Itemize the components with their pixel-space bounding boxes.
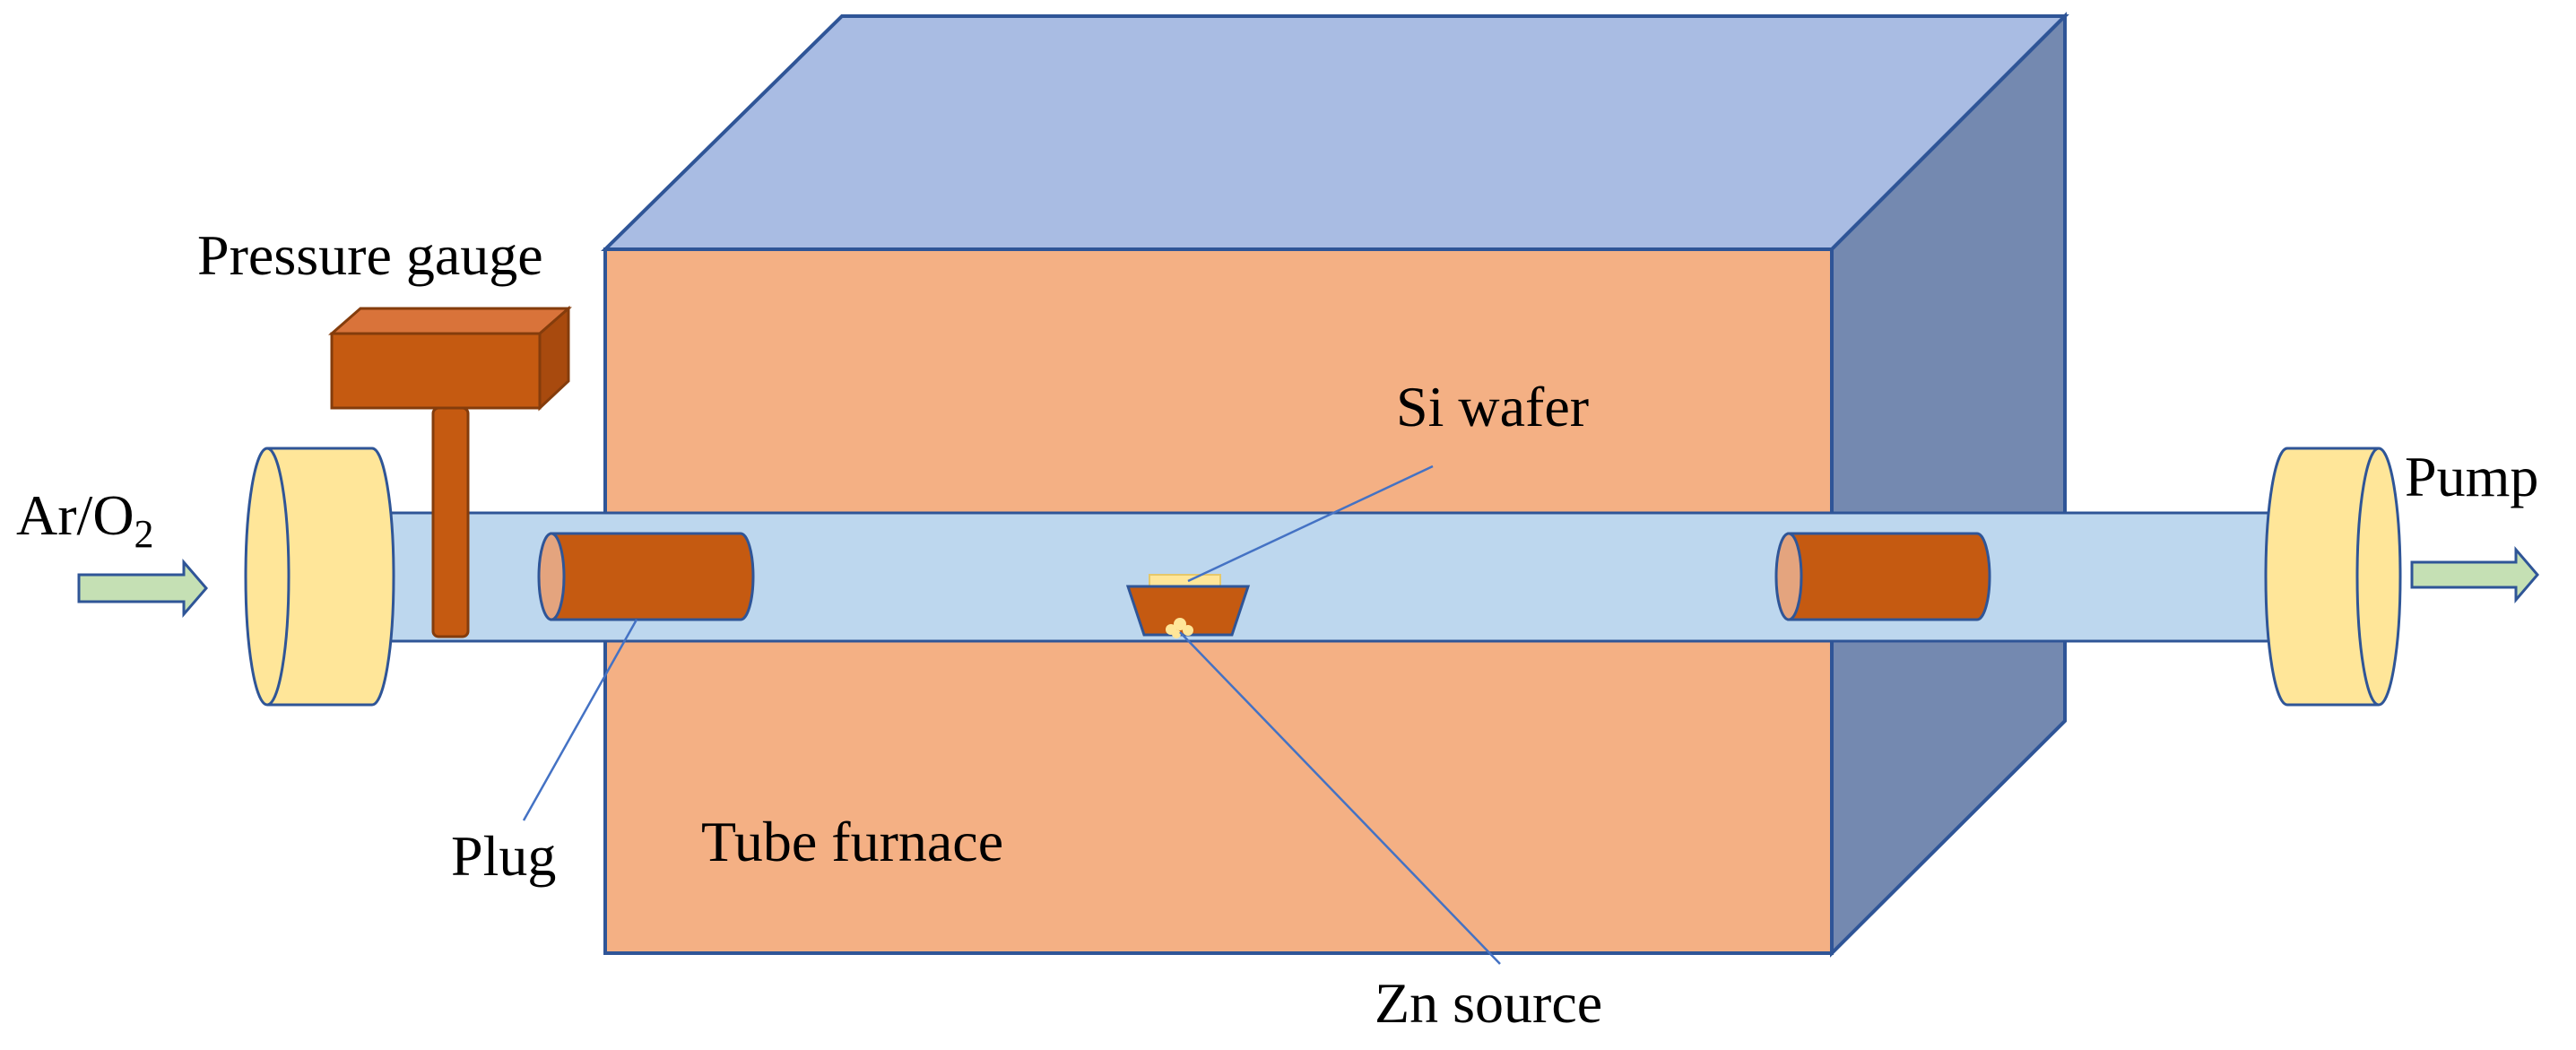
left-plug-face bbox=[537, 532, 566, 621]
left-plug-body bbox=[550, 532, 755, 621]
leader-lines bbox=[522, 464, 1501, 965]
left-flange bbox=[244, 447, 395, 707]
pressure-gauge-head-top bbox=[328, 307, 572, 335]
zn-source-particles bbox=[1166, 618, 1193, 638]
tube-furnace-label: Tube furnace bbox=[701, 810, 1003, 873]
right-plug-body bbox=[1787, 532, 1991, 621]
inlet-gas-main: Ar/O bbox=[16, 483, 134, 547]
right-plug-face bbox=[1774, 532, 1803, 621]
plug-leader bbox=[522, 619, 638, 821]
boat-body bbox=[1125, 585, 1251, 637]
right-flange-edge bbox=[2355, 447, 2380, 707]
pressure-gauge bbox=[328, 305, 572, 638]
right-plug bbox=[1774, 532, 1991, 621]
right-flange-body bbox=[2264, 447, 2402, 707]
inlet-gas-subscript: 2 bbox=[134, 512, 154, 556]
left-flange-body bbox=[244, 447, 395, 707]
zn-source-label: Zn source bbox=[1375, 971, 1602, 1035]
right-flange bbox=[2264, 447, 2402, 707]
outlet-arrow bbox=[2410, 545, 2539, 604]
left-plug bbox=[537, 532, 755, 621]
left-flange-edge bbox=[266, 447, 291, 707]
pressure-gauge-label: Pressure gauge bbox=[197, 223, 543, 287]
pressure-gauge-stem bbox=[431, 406, 470, 638]
si-wafer-label: Si wafer bbox=[1396, 375, 1589, 438]
furnace-top-face bbox=[601, 14, 2069, 251]
inlet-gas-label: Ar/O2 bbox=[16, 483, 154, 556]
pump-label: Pump bbox=[2405, 445, 2538, 508]
pressure-gauge-head-front bbox=[330, 332, 542, 410]
inlet-arrow bbox=[77, 558, 208, 619]
plug-label: Plug bbox=[451, 824, 556, 888]
zn-source-leader bbox=[1179, 631, 1501, 965]
si-wafer-leader bbox=[1187, 464, 1434, 583]
source-boat bbox=[1125, 574, 1251, 638]
